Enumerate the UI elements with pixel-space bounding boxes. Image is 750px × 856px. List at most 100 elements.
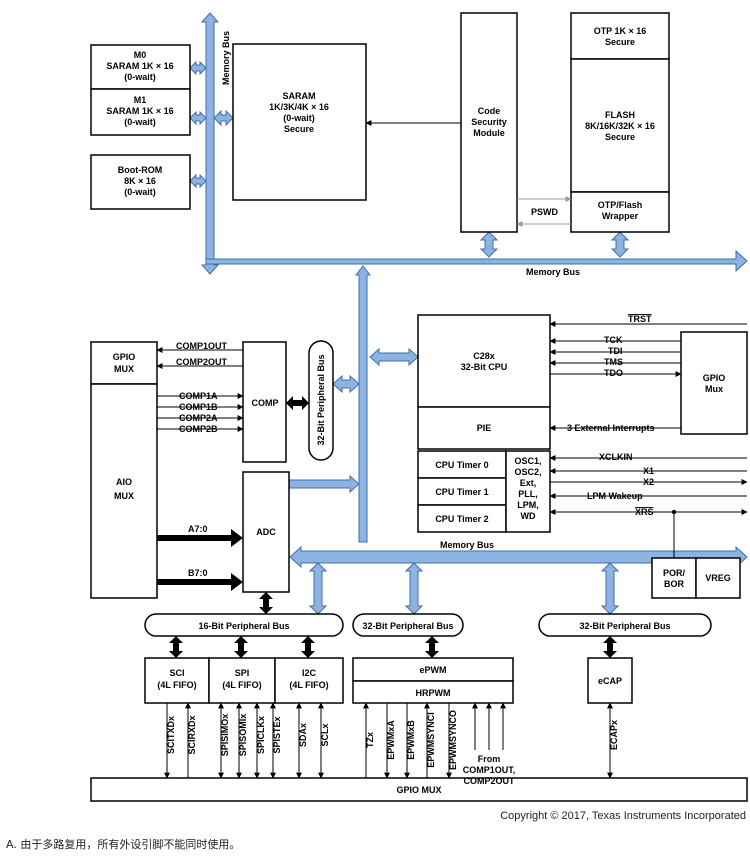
hrpwm-block bbox=[352, 680, 514, 704]
bus-arrow-m1 bbox=[189, 110, 207, 126]
bus-arrow-csm bbox=[479, 231, 499, 258]
ecap-periph-arrow bbox=[603, 636, 617, 658]
i2c-block bbox=[274, 657, 344, 704]
scl-label: SCLx bbox=[320, 723, 330, 746]
comp-periph-arrow bbox=[286, 396, 309, 410]
memory-bus-mid-label: Memory Bus bbox=[440, 540, 494, 550]
tms-label: TMS bbox=[604, 357, 623, 367]
sda-label: SDAx bbox=[298, 723, 308, 747]
osc-pll-block bbox=[505, 450, 551, 533]
timer0-label: CPU Timer 0 bbox=[435, 460, 488, 470]
gpio-mux-right-block bbox=[680, 331, 748, 435]
bus-arrow-32bit-a bbox=[404, 562, 424, 615]
tz-label: TZx bbox=[365, 732, 375, 748]
ecap-label: eCAP bbox=[598, 676, 622, 686]
comp1out-label: COMP1OUT bbox=[176, 341, 228, 351]
comp2a-label: COMP2A bbox=[179, 413, 218, 423]
x2-label: X2 bbox=[643, 477, 654, 487]
spi-label: SPI(4L FIFO) bbox=[222, 668, 261, 690]
spisomi-label: SPISOMIx bbox=[238, 714, 248, 757]
tck-label: TCK bbox=[604, 335, 623, 345]
pie-label: PIE bbox=[477, 423, 492, 433]
peripheral-bus-32-a bbox=[352, 613, 464, 637]
comp1a-label: COMP1A bbox=[179, 391, 218, 401]
peripheral-bus-32-b-label: 32-Bit Peripheral Bus bbox=[579, 621, 670, 631]
adc-periph-arrow bbox=[259, 592, 273, 614]
peripheral-bus-32-vertical-label: 32-Bit Peripheral Bus bbox=[316, 354, 326, 445]
ext-int-label: 3 External Interrupts bbox=[567, 423, 655, 433]
spiste-label: SPISTEx bbox=[272, 716, 282, 753]
xrs-label: XRS bbox=[635, 507, 654, 517]
por-bor-label: POR/BOR bbox=[663, 568, 686, 589]
saram-block bbox=[232, 43, 367, 201]
comp1b-label: COMP1B bbox=[179, 402, 218, 412]
memory-bus-link bbox=[354, 265, 372, 543]
bus-arrow-adc bbox=[288, 474, 360, 494]
gpio-mux-bottom-block bbox=[90, 777, 748, 802]
bus-arrow-bootrom bbox=[189, 173, 207, 189]
i2c-periph-arrow bbox=[301, 636, 315, 658]
gpio-mux-left-block bbox=[90, 341, 158, 385]
cpu-timer-0-block bbox=[417, 450, 507, 479]
peripheral-bus-32-a-label: 32-Bit Peripheral Bus bbox=[362, 621, 453, 631]
epwmb-label: EPWMxB bbox=[406, 720, 416, 760]
x1-label: X1 bbox=[643, 466, 654, 476]
boot-rom-block bbox=[90, 154, 191, 210]
osc-label: OSC1,OSC2,Ext,PLL,LPM,WD bbox=[514, 456, 541, 521]
memory-bus-vertical-label: Memory Bus bbox=[221, 31, 231, 85]
peripheral-bus-16-label: 16-Bit Peripheral Bus bbox=[198, 621, 289, 631]
timer1-label: CPU Timer 1 bbox=[435, 487, 488, 497]
peripheral-bus-16 bbox=[144, 613, 344, 637]
b70-bus-arrow bbox=[157, 573, 243, 591]
vreg-label: VREG bbox=[705, 573, 731, 583]
timer2-label: CPU Timer 2 bbox=[435, 514, 488, 524]
memory-bus-top-label: Memory Bus bbox=[526, 267, 580, 277]
adc-label: ADC bbox=[256, 527, 276, 537]
pswd-label: PSWD bbox=[531, 207, 559, 217]
lpm-wakeup-label: LPM Wakeup bbox=[587, 491, 643, 501]
epwmsynco-label: EPWMSYNCO bbox=[448, 710, 458, 770]
bus-arrow-16bit bbox=[308, 562, 328, 615]
comp-label: COMP bbox=[252, 398, 279, 408]
pie-block bbox=[417, 406, 551, 450]
aio-mux-block bbox=[90, 383, 158, 599]
otp-flash-wrapper-block bbox=[570, 191, 670, 233]
gpio-mux-bottom-label: GPIO MUX bbox=[396, 785, 441, 795]
xrs-junction-dot bbox=[671, 509, 677, 515]
memory-bus-top bbox=[205, 249, 748, 273]
bus-arrow-saram bbox=[213, 109, 234, 127]
peripheral-bus-32-b bbox=[538, 613, 712, 637]
a70-label: A7:0 bbox=[188, 524, 208, 534]
tdi-label: TDI bbox=[608, 346, 623, 356]
spi-block bbox=[208, 657, 276, 704]
otp-block bbox=[570, 12, 670, 60]
bus-arrow-32bit-b bbox=[600, 562, 620, 615]
sci-block bbox=[144, 657, 210, 704]
b70-label: B7:0 bbox=[188, 568, 208, 578]
peripheral-bus-32-vertical bbox=[308, 340, 334, 461]
spiclk-label: SPICLKx bbox=[256, 716, 266, 754]
ecap-block bbox=[587, 657, 633, 704]
m1-saram-block bbox=[90, 88, 191, 136]
memory-bus-middle bbox=[289, 545, 748, 569]
epwm-periph-arrow bbox=[425, 636, 439, 658]
code-security-module-block bbox=[460, 12, 518, 233]
a70-bus-arrow bbox=[157, 529, 243, 547]
ecapx-label: ECAPx bbox=[609, 720, 619, 750]
comp2out-label: COMP2OUT bbox=[176, 357, 228, 367]
por-bor-block bbox=[651, 557, 697, 599]
flash-block bbox=[570, 58, 670, 193]
spi-periph-arrow bbox=[234, 636, 248, 658]
